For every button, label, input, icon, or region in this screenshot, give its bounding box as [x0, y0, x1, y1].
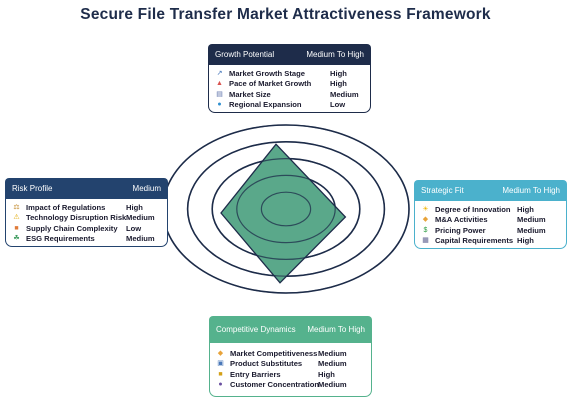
list-item: ↗ Market Growth Stage High [215, 68, 364, 79]
ruler-icon: ▤ [216, 90, 223, 98]
list-item: ▣ Product Substitutes Medium [216, 359, 365, 370]
item-label: Degree of Innovation [435, 204, 511, 214]
item-label: Impact of Regulations [26, 202, 106, 212]
list-item: ☀ Degree of Innovation High [421, 204, 560, 215]
item-label: Supply Chain Complexity [26, 223, 118, 233]
growth-potential-panel: Growth Potential Medium To High ↗ Market … [208, 44, 371, 113]
item-label: Market Size [229, 89, 271, 99]
item-rating: High [517, 236, 534, 246]
strategic-fit-panel: Strategic Fit Medium To High ☀ Degree of … [414, 180, 567, 249]
list-item: $ Pricing Power Medium [421, 225, 560, 236]
item-rating: Medium [126, 213, 155, 223]
item-rating: Medium [318, 348, 347, 358]
lock-icon: ■ [218, 370, 223, 378]
item-rating: High [517, 204, 534, 214]
item-label: ESG Requirements [26, 234, 95, 244]
list-item: ● Regional Expansion Low [215, 100, 364, 111]
list-item: ▲ Pace of Market Growth High [215, 79, 364, 90]
strategic-fit-header: Strategic Fit Medium To High [414, 180, 567, 201]
list-item: ☘ ESG Requirements Medium [12, 234, 161, 245]
page-title: Secure File Transfer Market Attractivene… [80, 6, 491, 23]
list-item: ◆ M&A Activities Medium [421, 215, 560, 226]
item-rating: Medium [318, 380, 347, 390]
chart-icon: ↗ [216, 69, 223, 77]
item-rating: High [318, 369, 335, 379]
list-item: ■ Entry Barriers High [216, 369, 365, 380]
risk-profile-list: ⚖ Impact of Regulations High ⚠ Technology Di… [5, 199, 168, 247]
radar-ring-overlay [260, 191, 312, 227]
item-rating: High [126, 202, 143, 212]
strategic-fit-title: Strategic Fit [421, 186, 464, 195]
item-rating: Medium [330, 89, 359, 99]
radar-polygon [220, 143, 347, 284]
people-icon: ● [218, 381, 223, 389]
item-label: Technology Disruption Risk [26, 213, 127, 223]
globe-icon: ● [217, 101, 222, 109]
item-rating: High [330, 68, 347, 78]
rocket-icon: ▲ [216, 80, 223, 88]
item-rating: Medium [517, 215, 546, 225]
handshake-icon: ◆ [422, 216, 429, 224]
bulb-icon: ☀ [422, 205, 429, 213]
item-rating: Low [330, 100, 346, 110]
item-label: Pricing Power [435, 225, 486, 235]
item-label: Entry Barriers [230, 369, 281, 379]
growth-potential-title: Growth Potential [215, 50, 275, 59]
competitive-dynamics-title: Competitive Dynamics [216, 325, 296, 334]
item-rating: High [330, 79, 347, 89]
item-label: Pace of Market Growth [229, 79, 312, 89]
competitive-dynamics-panel: Competitive Dynamics Medium To High ◆ Mar… [209, 316, 372, 397]
growth-potential-header: Growth Potential Medium To High [208, 44, 371, 65]
dollar-icon: $ [423, 226, 428, 234]
warning-icon: ⚠ [13, 214, 20, 222]
scales-icon: ⚖ [13, 203, 20, 211]
leaf-icon: ☘ [13, 235, 20, 243]
competitive-dynamics-rating: Medium To High [307, 325, 365, 334]
item-label: Capital Requirements [435, 236, 514, 246]
strategic-fit-rating: Medium To High [502, 186, 560, 195]
risk-profile-panel: Risk Profile Medium ⚖ Impact of Regulatio… [5, 178, 168, 247]
radar-ring-overlay [211, 158, 361, 261]
growth-potential-rating: Medium To High [306, 50, 364, 59]
handshake-icon: ◆ [217, 349, 224, 357]
truck-icon: ■ [14, 224, 19, 232]
competitive-dynamics-header: Competitive Dynamics Medium To High [209, 316, 372, 343]
item-rating: Low [126, 223, 142, 233]
item-rating: Medium [517, 225, 546, 235]
list-item: ▤ Market Size Medium [215, 89, 364, 100]
item-label: Market Competitiveness [230, 348, 318, 358]
radar-ring-overlay [236, 174, 336, 244]
item-rating: Medium [318, 359, 347, 369]
list-item: ■ Supply Chain Complexity Low [12, 223, 161, 234]
item-rating: Medium [126, 234, 155, 244]
item-label: Product Substitutes [230, 359, 303, 369]
building-icon: ▦ [422, 237, 429, 245]
item-label: M&A Activities [435, 215, 488, 225]
list-item: ⚖ Impact of Regulations High [12, 202, 161, 213]
risk-profile-header: Risk Profile Medium [5, 178, 168, 199]
risk-profile-title: Risk Profile [12, 184, 53, 193]
risk-profile-rating: Medium [132, 184, 161, 193]
item-label: Regional Expansion [229, 100, 302, 110]
box-icon: ▣ [217, 360, 224, 368]
item-label: Customer Concentration [230, 380, 320, 390]
item-label: Market Growth Stage [229, 68, 305, 78]
radar-ring-overlay [187, 141, 386, 277]
